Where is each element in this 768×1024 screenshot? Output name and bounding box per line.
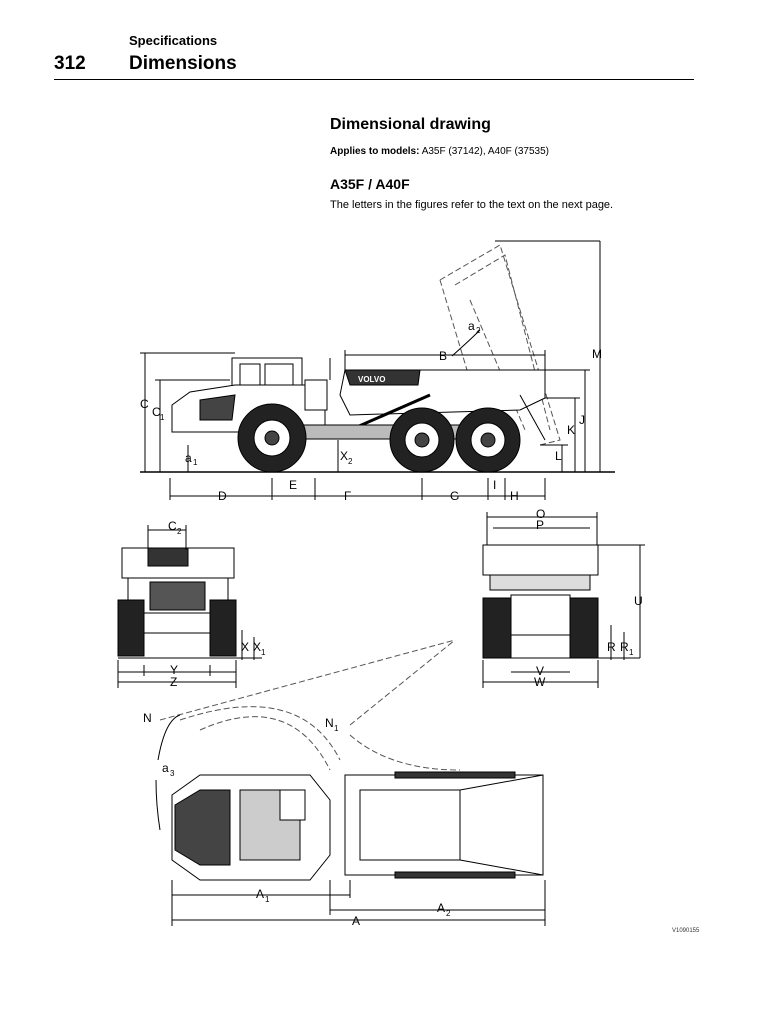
label-C2: C [168, 519, 177, 533]
label-C1-sub: 1 [160, 413, 165, 422]
top-view-labels: N N 1 a 3 A 1 A 2 A [143, 711, 451, 928]
label-X1: X [253, 640, 261, 654]
section-heading: Dimensional drawing [330, 116, 491, 133]
label-a1: a [185, 451, 192, 465]
label-E: E [289, 478, 297, 492]
label-Y: Y [170, 663, 178, 677]
section-label: Specifications [129, 33, 218, 48]
label-P: P [536, 518, 544, 532]
label-A1-sub: 1 [265, 895, 270, 904]
top-view [155, 639, 546, 926]
label-R1: R [620, 640, 629, 654]
label-W: W [534, 675, 546, 689]
applies-to-line: Applies to models: A35F (37142), A40F (3… [330, 146, 549, 157]
label-X2: X [340, 449, 348, 463]
label-N1: N [325, 716, 334, 730]
label-A: A [352, 914, 360, 928]
label-L: L [555, 449, 562, 463]
label-C1: C [152, 405, 161, 419]
label-C2-sub: 2 [177, 527, 182, 536]
label-G: G [450, 489, 459, 503]
label-a3-sub: 3 [170, 769, 175, 778]
label-Z: Z [170, 675, 177, 689]
header-rule [54, 79, 694, 80]
wheel-front [237, 403, 307, 473]
wheel-middle [389, 407, 455, 473]
page-title: Dimensions [129, 53, 237, 74]
label-A2: A [437, 901, 445, 915]
page-number: 312 [54, 53, 86, 74]
applies-label: Applies to models: [330, 146, 420, 157]
front-view-labels: C 2 X X 1 Y Z [168, 519, 266, 689]
model-heading: A35F / A40F [330, 176, 410, 192]
label-B: B [439, 349, 447, 363]
label-N1-sub: 1 [334, 724, 339, 733]
label-X2-sub: 2 [348, 457, 353, 466]
rear-view [482, 512, 645, 688]
rear-view-labels: O P U R R 1 V W [534, 507, 643, 689]
brand-logo-text: VOLVO [358, 375, 385, 384]
label-H: H [510, 489, 519, 503]
label-V: V [536, 664, 544, 678]
label-C: C [140, 397, 149, 411]
label-R1-sub: 1 [629, 648, 634, 657]
label-N: N [143, 711, 152, 725]
wheel-rear [455, 407, 521, 473]
figure-note: The letters in the figures refer to the … [330, 199, 614, 211]
label-a2-sub: 2 [476, 326, 481, 335]
label-a1-sub: 1 [193, 458, 198, 467]
label-K: K [567, 423, 575, 437]
front-view [117, 525, 262, 688]
label-a2: a [468, 319, 475, 333]
label-F: F [344, 489, 351, 503]
label-U: U [634, 594, 643, 608]
side-view [140, 240, 615, 500]
label-I: I [493, 478, 496, 492]
label-D: D [218, 489, 227, 503]
label-R: R [607, 640, 616, 654]
side-view-labels: a 2 B M C C 1 J K L a 1 X 2 D E F G I H … [140, 319, 602, 503]
figure-id: V1090155 [672, 928, 700, 934]
label-J: J [579, 413, 585, 427]
label-a3: a [162, 761, 169, 775]
label-M: M [592, 347, 602, 361]
label-X1-sub: 1 [261, 648, 266, 657]
label-X: X [241, 640, 249, 654]
applies-models: A35F (37142), A40F (37535) [421, 146, 549, 157]
label-O: O [536, 507, 545, 521]
label-A1: A [256, 887, 264, 901]
label-A2-sub: 2 [446, 909, 451, 918]
